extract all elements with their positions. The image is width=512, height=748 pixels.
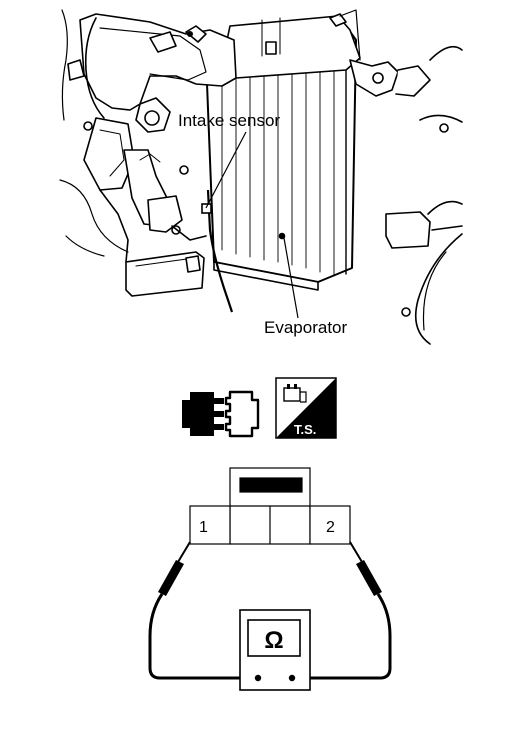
meter-jack-right: [288, 674, 296, 682]
connector-lock-tab: [239, 477, 303, 493]
terminal-2-label: 2: [326, 519, 335, 536]
meter-jack-left: [254, 674, 262, 682]
terminal-1-label: 1: [199, 519, 208, 536]
test-symbol-icon: T.S.: [275, 377, 337, 439]
evaporator-dot-icon: [278, 232, 286, 240]
intake-sensor-label: Intake sensor: [178, 111, 280, 130]
ohmmeter-display: [247, 619, 301, 657]
intake-sensor: [201, 131, 247, 313]
evaporator-illustration: [59, 9, 463, 345]
harness-connector: [189, 467, 351, 545]
ohmmeter: Ω: [239, 609, 311, 691]
evaporator-label: Evaporator: [264, 318, 347, 337]
probe-right: [349, 541, 382, 596]
evaporator-leader: [283, 237, 299, 319]
lead-left: [148, 593, 258, 680]
connector-icon: [182, 390, 260, 438]
intake-sensor-leader: [205, 131, 247, 209]
ohm-symbol-icon: Ω: [264, 627, 283, 654]
lead-right: [292, 593, 392, 680]
evaporator-core: [205, 25, 357, 291]
intake-sensor-clip-icon: [201, 203, 212, 214]
probe-left: [158, 541, 191, 596]
test-symbol-text: T.S.: [294, 422, 316, 437]
